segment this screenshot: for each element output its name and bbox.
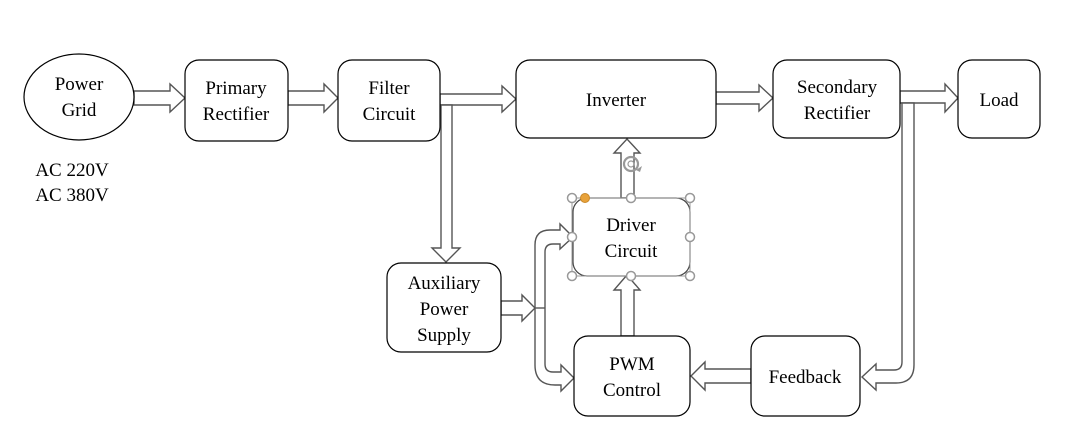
node-label: Control [603,380,661,401]
node-pwm-control[interactable]: PWM Control [573,335,691,417]
arrow-bus-to-pwm[interactable] [534,308,575,393]
arrow-secondary-to-feedback[interactable] [860,102,915,392]
node-label: Supply [417,325,471,346]
voltage-annotation-1: AC 220V [35,160,109,181]
node-driver-circuit[interactable]: Driver Circuit [572,197,691,277]
node-label: Circuit [363,104,416,125]
node-label: Inverter [586,90,647,111]
arrow-primary-to-filter[interactable] [287,82,339,114]
node-label: Power [55,74,104,95]
arrow-auxiliary-to-bus[interactable] [500,293,536,323]
node-label: Feedback [769,367,842,388]
node-label: Circuit [605,241,658,262]
resize-handle-top[interactable] [625,192,637,204]
resize-handle-right[interactable] [684,231,696,243]
selection-handles[interactable] [566,155,696,282]
arrow-inverter-to-secondary[interactable] [715,83,775,113]
node-inverter[interactable]: Inverter [515,59,717,139]
node-load[interactable]: Load [957,59,1041,139]
resize-handle-top-left[interactable] [566,192,578,204]
node-label: Filter [368,78,410,99]
resize-handle-bottom-right[interactable] [684,270,696,282]
resize-handle-left[interactable] [566,231,578,243]
node-label: Rectifier [203,104,270,125]
node-feedback[interactable]: Feedback [750,335,861,417]
arrow-filter-to-auxiliary[interactable] [430,104,462,263]
node-label: Rectifier [804,103,871,124]
rotate-handle-icon[interactable] [622,155,642,173]
node-label: PWM [609,354,655,375]
node-auxiliary-power-supply[interactable]: Auxiliary Power Supply [386,262,502,353]
node-filter-circuit[interactable]: Filter Circuit [337,59,441,142]
node-secondary-rectifier[interactable]: Secondary Rectifier [772,59,901,139]
node-primary-rectifier[interactable]: Primary Rectifier [184,59,289,142]
arrow-pwm-to-driver[interactable] [612,273,642,337]
resize-handle-top-right[interactable] [684,192,696,204]
adjust-handle[interactable] [580,193,590,203]
node-label: Secondary [797,77,878,98]
node-label: Driver [606,215,656,236]
arrow-feedback-to-pwm[interactable] [690,360,752,392]
arrow-grid-to-primary[interactable] [133,82,187,114]
resize-handle-bottom[interactable] [625,270,637,282]
node-label: Load [979,90,1019,111]
node-power-grid[interactable]: Power Grid [23,53,135,141]
resize-handle-bottom-left[interactable] [566,270,578,282]
node-label: Power [420,299,469,320]
voltage-annotation-2: AC 380V [35,185,109,206]
node-label: Grid [62,100,97,121]
node-label: Primary [205,78,267,99]
node-label: Auxiliary [408,273,481,294]
